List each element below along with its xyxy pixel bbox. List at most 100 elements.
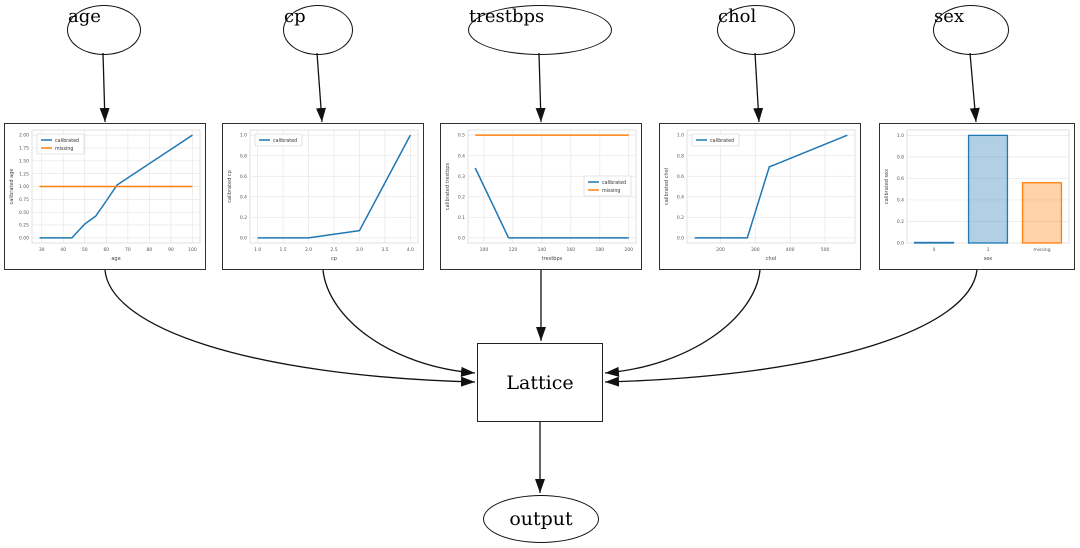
svg-text:0.8: 0.8 xyxy=(677,153,684,159)
svg-text:cp: cp xyxy=(331,256,337,262)
svg-text:1.50: 1.50 xyxy=(19,158,29,164)
feature-label-age: age xyxy=(68,6,101,27)
svg-text:0.4: 0.4 xyxy=(458,153,465,159)
svg-text:0.5: 0.5 xyxy=(458,133,465,139)
svg-text:400: 400 xyxy=(786,247,795,253)
edge-trestbps-to-plot xyxy=(535,52,546,123)
svg-text:0.8: 0.8 xyxy=(897,155,904,161)
svg-text:300: 300 xyxy=(751,247,760,253)
svg-text:calibrated trestbps: calibrated trestbps xyxy=(445,163,451,211)
svg-text:100: 100 xyxy=(188,247,197,253)
feature-label-trestbps: trestbps xyxy=(469,6,545,27)
svg-text:0.4: 0.4 xyxy=(897,198,904,204)
svg-text:trestbps: trestbps xyxy=(542,256,563,262)
svg-text:1.0: 1.0 xyxy=(897,133,904,139)
svg-text:calibrated age: calibrated age xyxy=(9,169,15,205)
svg-text:0.6: 0.6 xyxy=(240,174,247,180)
svg-text:120: 120 xyxy=(509,247,518,253)
svg-text:100: 100 xyxy=(480,247,489,253)
edge-chol-plot-to-lattice xyxy=(604,269,761,377)
svg-text:3.5: 3.5 xyxy=(381,247,388,253)
svg-text:1.0: 1.0 xyxy=(677,133,684,139)
svg-text:0.4: 0.4 xyxy=(240,194,247,200)
chart-svg: 100 120 140 160 180 200 0.0 0.1 0.2 0.3 0.4 0.5 tres… xyxy=(445,129,637,262)
svg-text:2.5: 2.5 xyxy=(330,247,337,253)
feature-node-sex: sex xyxy=(933,5,1009,55)
edge-sex-plot-to-lattice xyxy=(604,269,978,387)
svg-text:90: 90 xyxy=(168,247,174,253)
svg-text:0.6: 0.6 xyxy=(897,176,904,182)
feature-node-age: age xyxy=(67,5,141,55)
svg-text:4.0: 4.0 xyxy=(407,247,414,253)
svg-text:0.1: 0.1 xyxy=(458,215,465,221)
lattice-label: Lattice xyxy=(506,371,574,394)
feature-label-sex: sex xyxy=(934,6,965,27)
svg-text:0.2: 0.2 xyxy=(677,215,684,221)
svg-text:0.2: 0.2 xyxy=(458,194,465,200)
svg-text:sex: sex xyxy=(984,256,993,262)
svg-text:0.0: 0.0 xyxy=(240,235,247,241)
svg-text:0.50: 0.50 xyxy=(19,210,29,216)
svg-text:0.0: 0.0 xyxy=(458,235,465,241)
svg-text:2.00: 2.00 xyxy=(19,133,29,139)
svg-text:40: 40 xyxy=(60,247,66,253)
edge-age-plot-to-lattice xyxy=(104,269,476,387)
svg-text:30: 30 xyxy=(39,247,45,253)
svg-text:0.0: 0.0 xyxy=(897,241,904,247)
svg-text:calibrated: calibrated xyxy=(55,138,79,144)
svg-text:calibrated: calibrated xyxy=(602,180,626,186)
svg-text:140: 140 xyxy=(538,247,547,253)
svg-text:0.4: 0.4 xyxy=(677,194,684,200)
svg-text:50: 50 xyxy=(82,247,88,253)
svg-text:chol: chol xyxy=(766,256,776,262)
svg-text:1.0: 1.0 xyxy=(254,247,261,253)
feature-node-cp: cp xyxy=(283,5,353,55)
svg-text:calibrated: calibrated xyxy=(710,138,734,144)
svg-text:calibrated sex: calibrated sex xyxy=(884,169,890,204)
svg-text:missing: missing xyxy=(602,188,620,194)
svg-text:60: 60 xyxy=(103,247,109,253)
svg-text:1: 1 xyxy=(987,247,990,253)
svg-text:0.00: 0.00 xyxy=(19,235,29,241)
svg-text:1.5: 1.5 xyxy=(280,247,287,253)
svg-text:0.6: 0.6 xyxy=(677,174,684,180)
svg-text:2.0: 2.0 xyxy=(305,247,312,253)
svg-text:0.2: 0.2 xyxy=(240,215,247,221)
feature-node-trestbps: trestbps xyxy=(468,5,612,55)
svg-text:age: age xyxy=(111,256,120,262)
svg-text:3.0: 3.0 xyxy=(356,247,363,253)
output-node: output xyxy=(483,495,599,543)
svg-text:missing: missing xyxy=(1033,247,1050,253)
edge-cp-to-plot xyxy=(316,52,326,123)
feature-label-cp: cp xyxy=(284,6,306,27)
svg-text:1.00: 1.00 xyxy=(19,184,29,190)
lattice-node: Lattice xyxy=(477,343,603,422)
output-label: output xyxy=(509,508,573,530)
svg-text:0.75: 0.75 xyxy=(19,197,29,203)
calibration-plot-trestbps: 100 120 140 160 180 200 0.0 0.1 0.2 0.3 0.4 0.5 tres… xyxy=(440,123,642,270)
svg-text:0.25: 0.25 xyxy=(19,223,29,229)
edge-chol-to-plot xyxy=(753,52,764,123)
svg-text:1.0: 1.0 xyxy=(240,133,247,139)
feature-label-chol: chol xyxy=(718,6,757,27)
svg-text:0: 0 xyxy=(933,247,936,253)
svg-text:calibrated: calibrated xyxy=(273,138,297,144)
svg-text:200: 200 xyxy=(624,247,633,253)
svg-text:200: 200 xyxy=(716,247,725,253)
svg-text:missing: missing xyxy=(55,146,73,152)
svg-text:160: 160 xyxy=(567,247,576,253)
svg-text:1.25: 1.25 xyxy=(19,171,29,177)
svg-text:70: 70 xyxy=(125,247,131,253)
svg-text:0.3: 0.3 xyxy=(458,174,465,180)
svg-text:180: 180 xyxy=(595,247,604,253)
edge-age-to-plot xyxy=(99,52,110,123)
edge-cp-plot-to-lattice xyxy=(322,269,476,377)
edge-sex-to-plot xyxy=(969,52,980,123)
